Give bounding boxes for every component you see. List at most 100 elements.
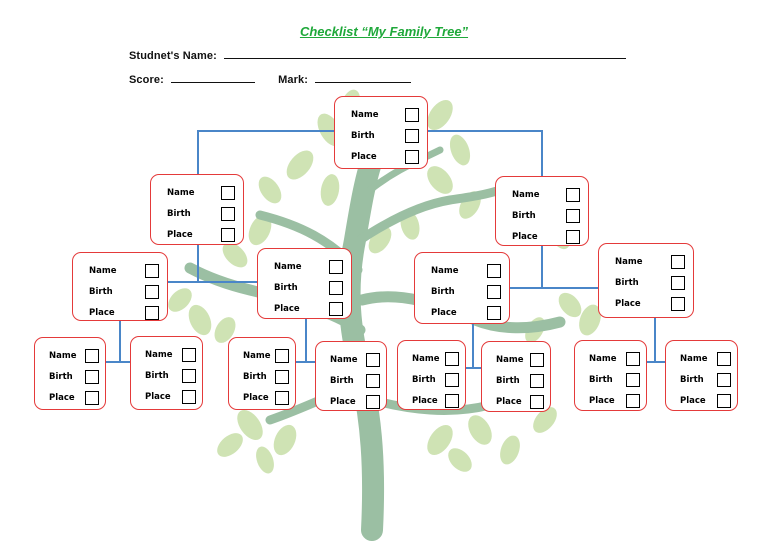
card-field-row: Name: [482, 349, 550, 370]
card-field-row: Name: [415, 260, 509, 281]
field-label-birth: Birth: [330, 375, 354, 386]
checkbox[interactable]: [487, 263, 501, 278]
card-field-row: Name: [258, 256, 351, 277]
field-label-place: Place: [330, 396, 356, 407]
checkbox[interactable]: [221, 227, 235, 242]
checkbox[interactable]: [329, 280, 343, 295]
field-label-birth: Birth: [167, 208, 191, 219]
card-field-row: Name: [35, 345, 105, 366]
checkbox[interactable]: [445, 393, 459, 408]
checkbox[interactable]: [182, 389, 196, 404]
field-label-birth: Birth: [589, 374, 613, 385]
checkbox[interactable]: [566, 208, 580, 223]
checkbox[interactable]: [85, 348, 99, 363]
field-label-birth: Birth: [412, 374, 436, 385]
card-field-row: Place: [151, 224, 243, 245]
checkbox[interactable]: [145, 284, 159, 299]
checkbox[interactable]: [366, 394, 380, 409]
card-field-row: Birth: [335, 125, 427, 146]
checkbox[interactable]: [530, 373, 544, 388]
checkbox[interactable]: [445, 351, 459, 366]
checkbox[interactable]: [671, 296, 685, 311]
checkbox[interactable]: [717, 351, 731, 366]
checkbox[interactable]: [182, 368, 196, 383]
card-field-row: Name: [599, 251, 693, 272]
checkbox[interactable]: [405, 128, 419, 143]
checkbox[interactable]: [182, 347, 196, 362]
field-label-name: Name: [274, 261, 302, 272]
checkbox[interactable]: [671, 275, 685, 290]
card-field-row: Name: [575, 348, 646, 369]
card-field-row: Place: [398, 390, 465, 411]
field-label-place: Place: [274, 303, 300, 314]
checkbox[interactable]: [366, 352, 380, 367]
checkbox[interactable]: [85, 390, 99, 405]
card-field-row: Birth: [73, 281, 167, 302]
card-field-row: Name: [229, 345, 295, 366]
mark-field[interactable]: [315, 71, 412, 83]
checkbox[interactable]: [566, 187, 580, 202]
checkbox[interactable]: [85, 369, 99, 384]
checkbox[interactable]: [566, 229, 580, 244]
card-field-row: Birth: [258, 277, 351, 298]
card-field-row: Birth: [151, 203, 243, 224]
checkbox[interactable]: [329, 301, 343, 316]
card-field-row: Place: [496, 226, 588, 247]
field-label-place: Place: [49, 392, 75, 403]
card-field-row: Name: [398, 348, 465, 369]
checkbox[interactable]: [487, 284, 501, 299]
score-mark-row: Score: Mark:: [129, 71, 412, 86]
checkbox[interactable]: [530, 352, 544, 367]
checkbox[interactable]: [626, 372, 640, 387]
field-label-birth: Birth: [615, 277, 639, 288]
student-name-row: Studnet's Name:: [129, 47, 627, 62]
field-label-name: Name: [167, 187, 195, 198]
student-name-field[interactable]: [224, 47, 627, 59]
checkbox[interactable]: [671, 254, 685, 269]
card-field-row: Birth: [229, 366, 295, 387]
checkbox[interactable]: [717, 393, 731, 408]
student-name-label: Studnet's Name:: [129, 50, 217, 62]
field-label-name: Name: [145, 349, 173, 360]
checkbox[interactable]: [221, 185, 235, 200]
checkbox[interactable]: [145, 263, 159, 278]
field-label-place: Place: [243, 392, 269, 403]
field-label-birth: Birth: [243, 371, 267, 382]
card-field-row: Birth: [599, 272, 693, 293]
checkbox[interactable]: [405, 107, 419, 122]
checkbox[interactable]: [366, 373, 380, 388]
field-label-name: Name: [589, 353, 617, 364]
score-field[interactable]: [171, 71, 255, 83]
checkbox[interactable]: [487, 305, 501, 320]
checkbox[interactable]: [445, 372, 459, 387]
card-field-row: Place: [316, 391, 386, 412]
checkbox[interactable]: [405, 149, 419, 164]
field-label-name: Name: [243, 350, 271, 361]
checkbox[interactable]: [329, 259, 343, 274]
checkbox[interactable]: [275, 369, 289, 384]
card-field-row: Place: [131, 386, 202, 407]
checkbox[interactable]: [221, 206, 235, 221]
mark-label: Mark:: [278, 74, 308, 86]
field-label-name: Name: [496, 354, 524, 365]
checkbox[interactable]: [717, 372, 731, 387]
tree-leaves: [168, 89, 601, 474]
card-field-row: Birth: [35, 366, 105, 387]
checkbox[interactable]: [626, 393, 640, 408]
checkbox[interactable]: [145, 305, 159, 320]
field-label-birth: Birth: [49, 371, 73, 382]
checkbox[interactable]: [530, 394, 544, 409]
card-field-row: Name: [131, 344, 202, 365]
checkbox[interactable]: [275, 390, 289, 405]
card-field-row: Name: [73, 260, 167, 281]
checkbox[interactable]: [626, 351, 640, 366]
checkbox[interactable]: [275, 348, 289, 363]
